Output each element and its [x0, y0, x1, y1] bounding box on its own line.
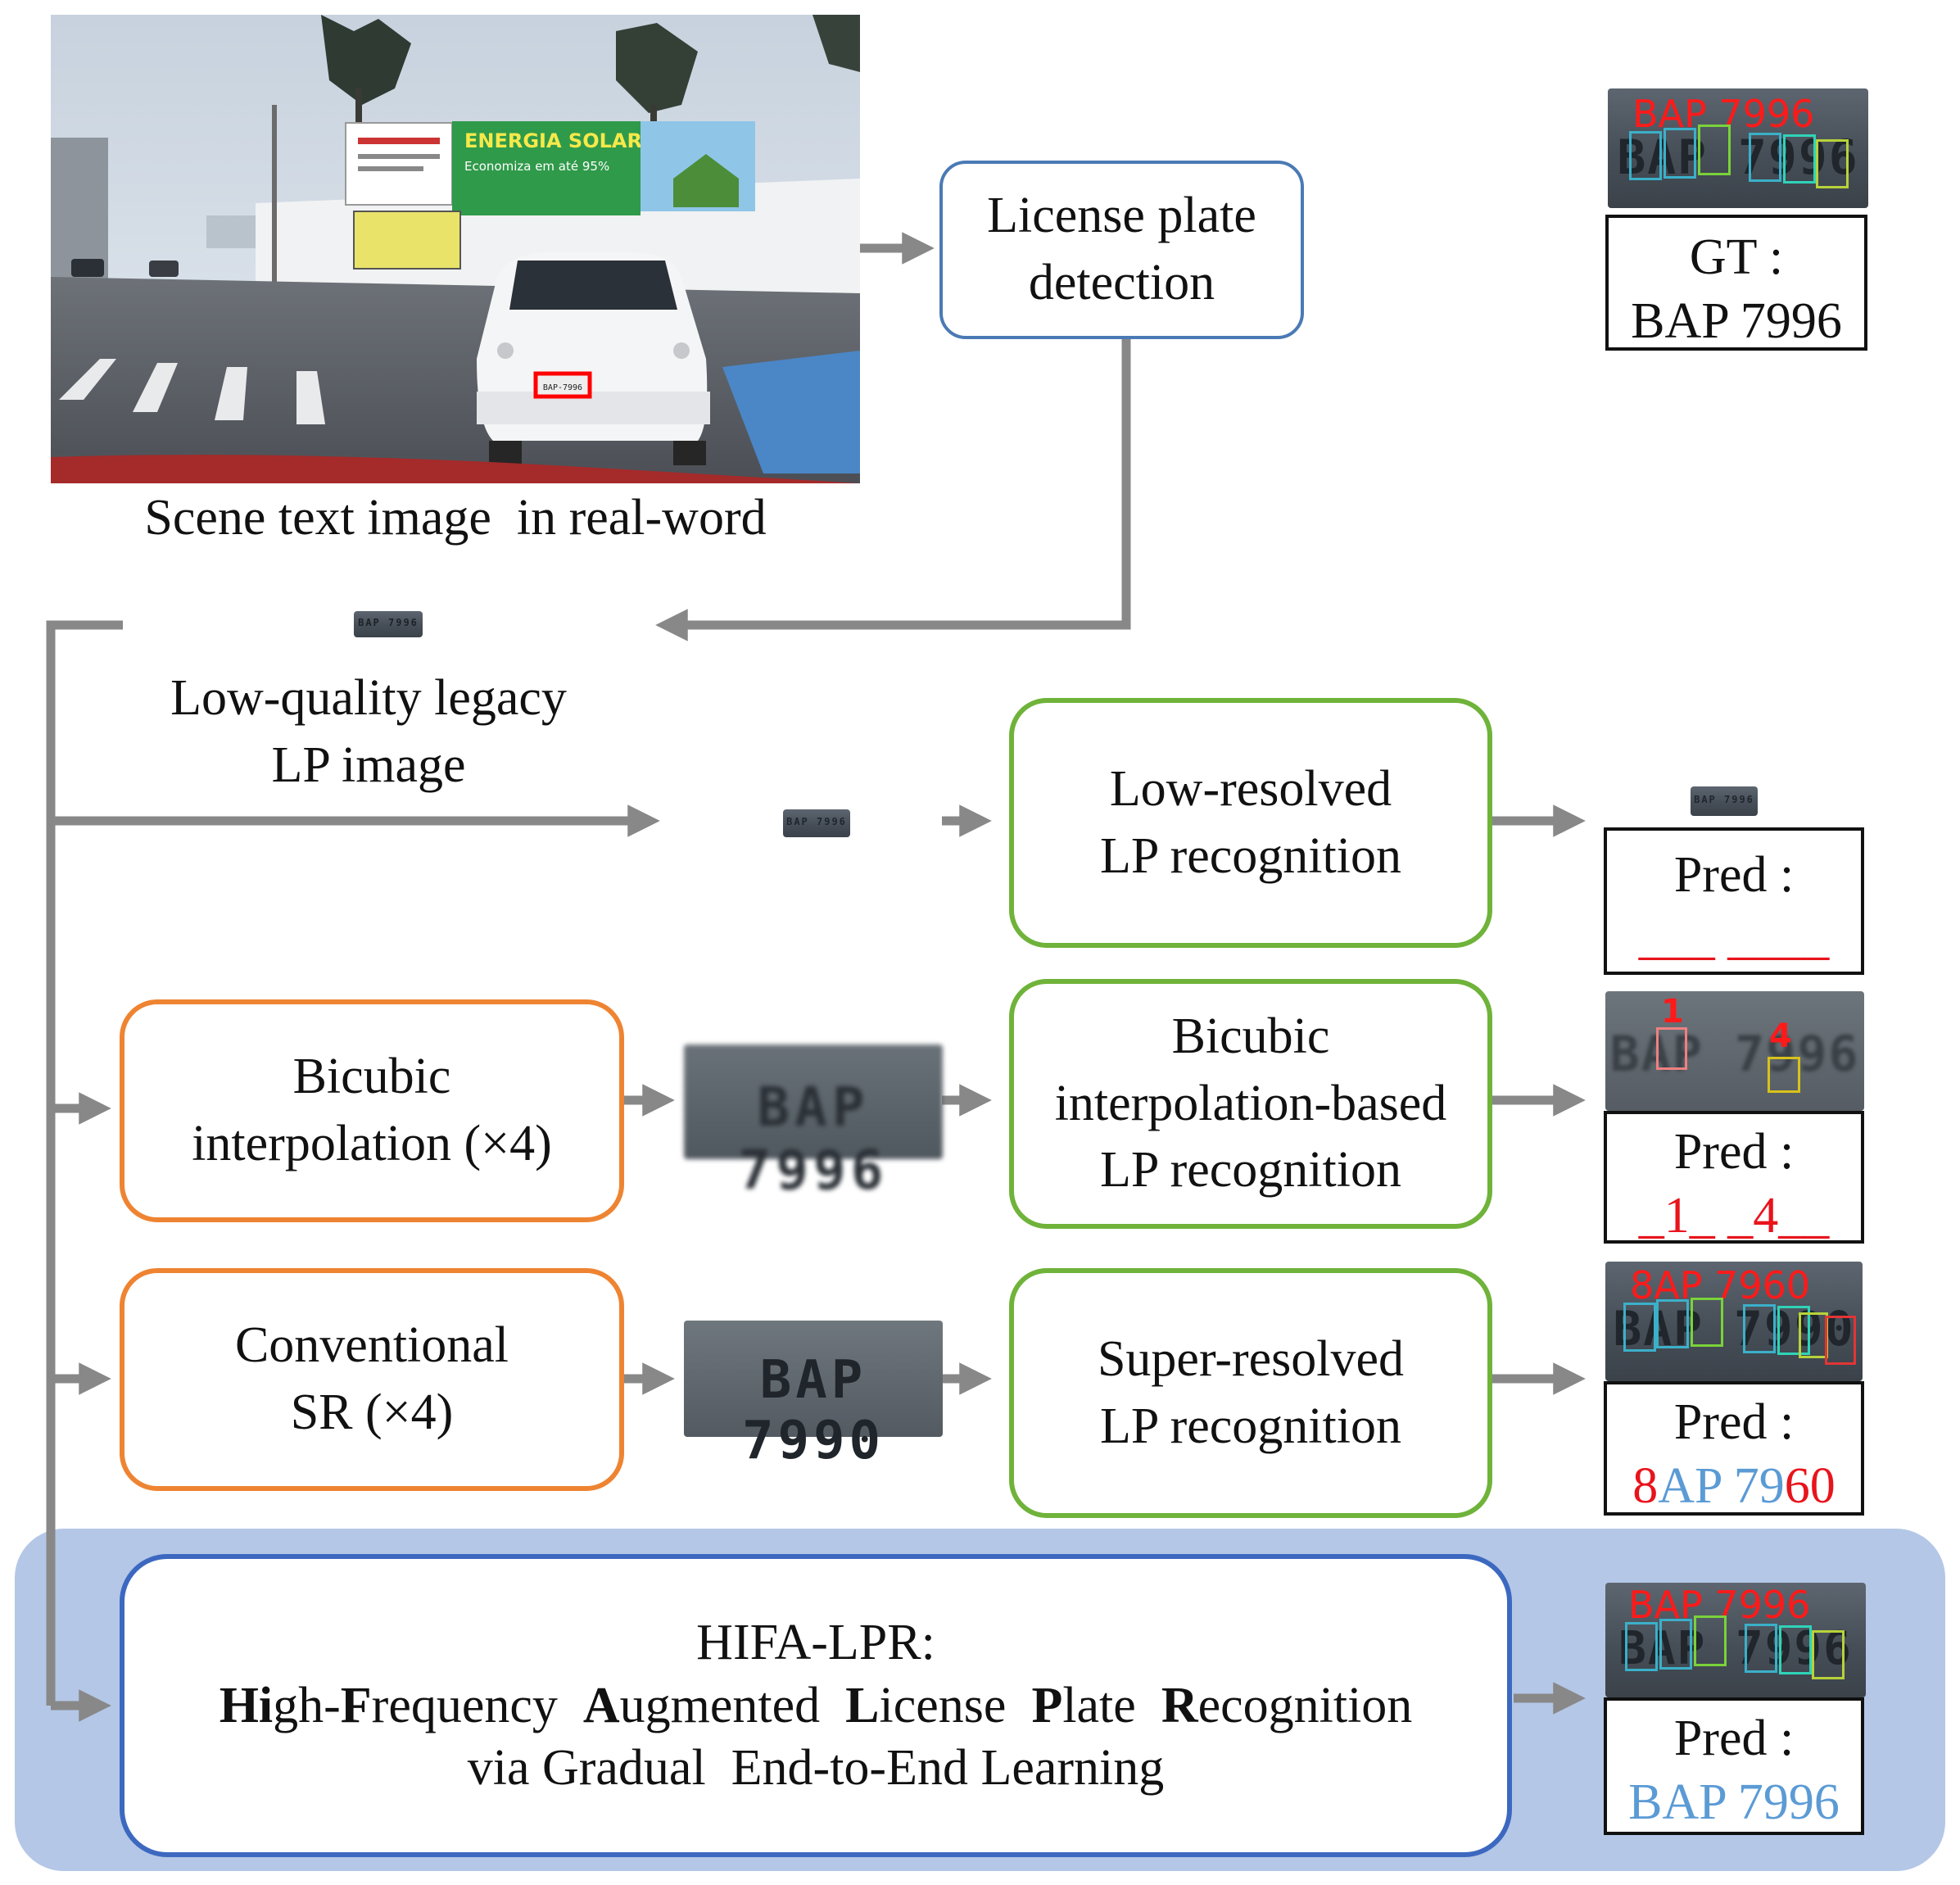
hifa-char-box-6 [1812, 1630, 1845, 1679]
scene-plate-text: BAP-7996 [543, 383, 582, 392]
scene-caption: Scene text image in real-word [144, 490, 767, 546]
bicubic-lp-image: BAP 7996 [684, 1044, 943, 1202]
sr-pred-part-2: AP 79 [1658, 1457, 1785, 1514]
sr-pred-box: Pred : 8AP 7960 [1604, 1381, 1864, 1516]
gt-label: GT : [1689, 229, 1784, 285]
gt-plate-image: BAP 7996 BAP 7996 [1608, 88, 1868, 208]
sr-char-box-6 [1799, 1312, 1828, 1358]
bicubic-recognition-node: Bicubic interpolation-based LP recogniti… [1009, 979, 1492, 1229]
conventional-sr-label: Conventional SR (×4) [234, 1317, 509, 1440]
sr-result-image: BAP 7990 8AP 7960 [1605, 1262, 1863, 1381]
sr-char-box-2 [1656, 1299, 1689, 1348]
gt-box: GT : BAP 7996 [1605, 215, 1867, 351]
gt-char-box-2 [1664, 128, 1696, 179]
low-res-lp-image: BAP 7996 [783, 809, 850, 837]
hifa-overlay-text: BAP 7996 [1628, 1583, 1811, 1627]
detection-label: License plate detection [987, 188, 1256, 310]
hifa-part: ugmented [619, 1677, 846, 1733]
gt-char-box-3 [1698, 125, 1731, 175]
hifa-pred-label: Pred : [1673, 1711, 1795, 1766]
hifa-bold-p: P [1031, 1677, 1063, 1733]
bicubic-interpolation-node: Bicubic interpolation (×4) [120, 999, 624, 1222]
low-resolved-recognition-node: Low-resolved LP recognition [1009, 698, 1492, 948]
sr-char-box-4 [1743, 1304, 1776, 1353]
scene-photo: ENERGIA SOLAR Economiza em até 95% [51, 15, 860, 483]
low-res-rec-label: Low-resolved LP recognition [1100, 760, 1401, 884]
license-plate-detection-node: License plate detection [939, 161, 1304, 339]
conventional-sr-node: Conventional SR (×4) [120, 1268, 624, 1491]
hifa-char-box-1 [1625, 1622, 1658, 1671]
hifa-char-box-3 [1694, 1615, 1727, 1666]
hifa-char-box-4 [1745, 1624, 1777, 1673]
hifa-pred-value: BAP 7996 [1628, 1774, 1840, 1830]
hifa-title: HIFA-LPR: [696, 1614, 935, 1670]
legacy-lp-label: Low-quality legacy LP image [170, 670, 567, 793]
bicubic-pred-value: _1_ _4__ [1638, 1187, 1830, 1244]
gt-char-box-4 [1749, 133, 1781, 182]
arrow-detection-to-legacy [655, 339, 1131, 641]
hifa-lpr-node: HIFA-LPR: High-Frequency Augmented Licen… [120, 1554, 1512, 1857]
sr-pred-part-1: 8 [1632, 1457, 1659, 1514]
billboard-sub: Economiza em até 95% [464, 159, 609, 174]
trunk-line [46, 620, 123, 1706]
gt-value: BAP 7996 [1631, 292, 1842, 349]
bicubic-overlay-4: 4 [1769, 1017, 1792, 1055]
hifa-bold-hi: Hi [219, 1677, 274, 1733]
super-resolved-recognition-node: Super-resolved LP recognition [1009, 1268, 1492, 1518]
low-res-result-thumbnail: BAP 7996 [1691, 786, 1758, 816]
hifa-bold-l: L [845, 1677, 880, 1733]
sr-pred-label: Pred : [1673, 1394, 1795, 1450]
hifa-result-image: BAP 7996 BAP 7996 [1605, 1583, 1866, 1697]
bicubic-overlay-box-4 [1768, 1057, 1800, 1093]
sr-pred-value: 8AP 7960 [1607, 1453, 1861, 1520]
hifa-part: ecognition [1197, 1677, 1413, 1733]
bicubic-pred-label: Pred : [1673, 1124, 1795, 1180]
hifa-part: icense [879, 1677, 1032, 1733]
gt-char-box-1 [1629, 131, 1662, 180]
low-res-pred-box: Pred : ___ ____ [1604, 827, 1864, 975]
hifa-part: gh- [273, 1677, 341, 1733]
bicubic-overlay-box-1 [1656, 1027, 1687, 1070]
bicubic-rec-label: Bicubic interpolation-based LP recogniti… [1054, 1008, 1447, 1199]
hifa-char-box-5 [1779, 1625, 1812, 1674]
hifa-bold-a: A [582, 1677, 620, 1733]
hifa-line-3: via Gradual End-to-End Learning [467, 1740, 1165, 1797]
sr-lp-image: BAP 7990 [684, 1321, 943, 1471]
gt-char-box-5 [1783, 134, 1816, 184]
bicubic-overlay-1: 1 [1661, 993, 1684, 1031]
hifa-char-box-2 [1659, 1619, 1692, 1670]
hifa-bold-r: R [1161, 1677, 1198, 1733]
bicubic-pred-box: Pred : _1_ _4__ [1604, 1111, 1864, 1244]
sr-char-box-5 [1777, 1306, 1810, 1355]
bicubic-result-image: BAP 7996 1 4 [1605, 991, 1864, 1111]
hifa-pred-box: Pred : BAP 7996 [1604, 1697, 1864, 1835]
low-res-pred-label: Pred : [1673, 847, 1795, 903]
low-res-pred-value: ___ ____ [1638, 909, 1830, 965]
gt-char-box-6 [1816, 139, 1849, 188]
sr-char-box-3 [1691, 1298, 1723, 1347]
bicubic-label: Bicubic interpolation (×4) [192, 1049, 552, 1171]
hifa-part: late [1062, 1677, 1161, 1733]
sr-pred-part-3: 60 [1784, 1457, 1836, 1514]
sr-char-box-1 [1623, 1303, 1656, 1352]
legacy-lp-thumbnail: BAP 7996 [354, 611, 423, 637]
billboard-title: ENERGIA SOLAR [464, 129, 642, 152]
hifa-part: requency [371, 1677, 583, 1733]
sr-rec-label: Super-resolved LP recognition [1097, 1330, 1405, 1454]
hifa-line-2: High-Frequency Augmented License Plate R… [220, 1674, 1413, 1738]
sr-char-box-7 [1825, 1316, 1856, 1365]
hifa-bold-f: F [340, 1677, 372, 1733]
